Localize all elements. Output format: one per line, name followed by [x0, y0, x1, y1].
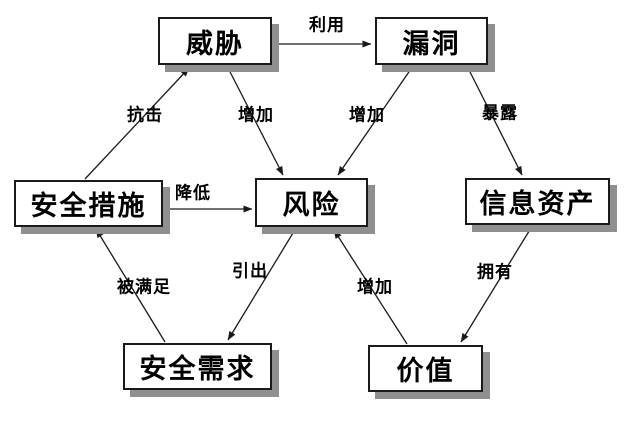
edge-label-measures-reduce-risk: 降低 — [175, 183, 211, 203]
node-vulnerability: 漏洞 — [375, 17, 488, 65]
edge-label-vulnerability-increases-risk: 增加 — [349, 105, 385, 125]
edge-vulnerability-exposes-assets — [466, 65, 523, 176]
edge-label-vulnerability-exposes-assets: 暴露 — [482, 103, 518, 123]
node-security-measures: 安全措施 — [14, 180, 163, 227]
node-threat: 威胁 — [158, 17, 272, 65]
edge-label-assets-have-value: 拥有 — [477, 262, 513, 282]
edge-label-threat-exploits-vulnerability: 利用 — [309, 15, 345, 35]
node-label-information-assets: 信息资产 — [479, 189, 596, 219]
edge-assets-have-value — [460, 227, 532, 343]
node-label-threat: 威胁 — [186, 28, 244, 59]
node-security-requirements: 安全需求 — [123, 343, 272, 390]
node-risk: 风险 — [255, 178, 368, 227]
edge-vulnerability-increases-risk — [337, 65, 414, 176]
edge-label-requirements-satisfied-by-measures: 被满足 — [117, 277, 171, 297]
node-label-risk: 风险 — [282, 190, 341, 220]
edge-label-value-increases-risk: 增加 — [357, 277, 393, 297]
edge-label-threat-increases-risk: 增加 — [238, 105, 274, 125]
node-label-value: 价值 — [396, 356, 455, 386]
edge-risk-leads-to-requirements — [227, 227, 297, 341]
edge-threat-increases-risk — [226, 65, 284, 176]
node-value: 价值 — [368, 345, 483, 392]
edge-measures-resist-threat — [84, 67, 190, 180]
edge-requirements-satisfied-by-measures — [95, 228, 166, 343]
node-label-security-measures: 安全措施 — [30, 191, 147, 221]
edge-label-measures-resist-threat: 抗击 — [127, 105, 163, 125]
node-label-vulnerability: 漏洞 — [402, 28, 461, 59]
node-label-security-requirements: 安全需求 — [139, 354, 256, 384]
node-information-assets: 信息资产 — [465, 178, 610, 225]
edge-value-increases-risk — [333, 229, 408, 345]
edge-label-risk-leads-to-requirements: 引出 — [232, 261, 268, 281]
